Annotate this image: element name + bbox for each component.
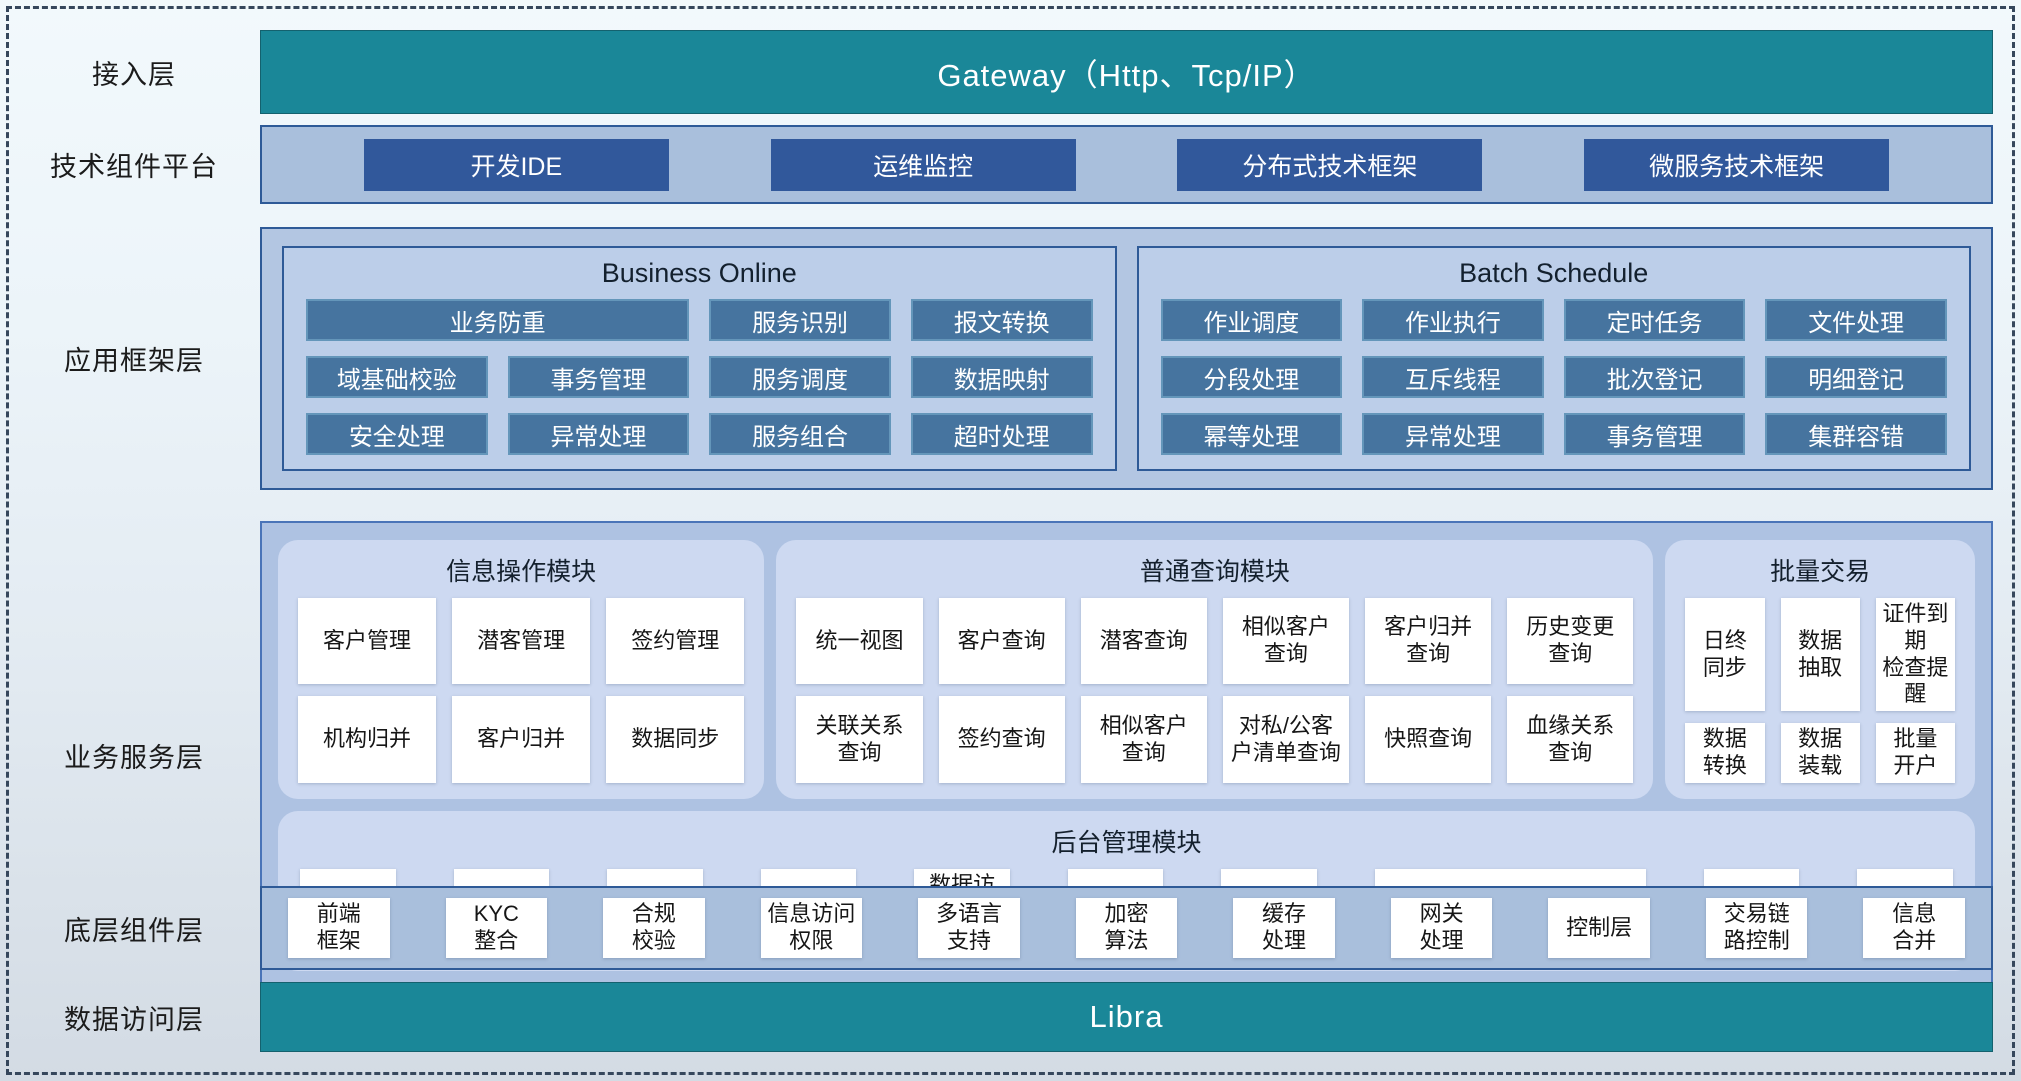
info-ops-grid: 客户管理潜客管理签约管理机构归并客户归并数据同步 — [298, 598, 745, 783]
libra-bar: Libra — [260, 982, 1993, 1052]
bottom-component-row: 底层组件层 前端 框架 KYC 整合合规 校验信息访问 权限多语言 支持加密 算法… — [8, 886, 1993, 970]
batch-schedule-box: 作业调度 — [1160, 299, 1343, 341]
bottom-component-box: 合规 校验 — [603, 898, 705, 958]
tech-component-box: 微服务技术框架 — [1584, 138, 1890, 191]
service-modules-row: 信息操作模块 客户管理潜客管理签约管理机构归并客户归并数据同步 普通查询模块 统… — [278, 540, 1976, 799]
app-framework-label: 应用框架层 — [64, 346, 204, 376]
batch-schedule-box: 定时任务 — [1563, 299, 1746, 341]
batch-schedule-box: 异常处理 — [1362, 413, 1544, 455]
query-module-grid: 统一视图客户查询潜客查询相似客户 查询客户归并 查询历史变更 查询关联关系 查询… — [796, 598, 1634, 783]
tech-component-box: 运维监控 — [770, 138, 1076, 191]
batch-schedule-title: Batch Schedule — [1459, 258, 1649, 288]
batch-schedule-box: 事务管理 — [1563, 413, 1746, 455]
batch-schedule-box: 互斥线程 — [1362, 356, 1544, 398]
access-layer-label: 接入层 — [92, 59, 176, 90]
batch-trade-grid: 日终 同步数据 抽取证件到期 检查提醒数据 转换数据 装载批量 开户 — [1685, 598, 1955, 783]
backend-admin-title: 后台管理模块 — [1051, 828, 1202, 857]
access-layer-row: 接入层 Gateway（Http、Tcp/IP） — [8, 30, 1993, 114]
batch-trade-title: 批量交易 — [1770, 558, 1871, 586]
bottom-component-box: 缓存 处理 — [1233, 898, 1335, 958]
batch-schedule-box: 作业执行 — [1362, 299, 1544, 341]
query-box: 历史变更 查询 — [1507, 598, 1634, 685]
query-box: 快照查询 — [1365, 696, 1492, 783]
bottom-component-box: 加密 算法 — [1075, 898, 1178, 958]
bottom-component-box: 信息 合并 — [1863, 898, 1966, 958]
query-box: 客户归并 查询 — [1365, 598, 1492, 685]
tech-platform-row: 技术组件平台 开发IDE 运维监控 分布式技术框架 微服务技术框架 — [8, 125, 1993, 204]
business-online-panel: Business Online 业务防重服务识别报文转换域基础校验事务管理服务调… — [282, 246, 1117, 471]
query-box: 关联关系 查询 — [796, 696, 923, 783]
business-online-box: 服务识别 — [709, 299, 891, 341]
query-module: 普通查询模块 统一视图客户查询潜客查询相似客户 查询客户归并 查询历史变更 查询… — [776, 540, 1654, 799]
batch-trade-box: 数据 抽取 — [1780, 598, 1860, 712]
info-ops-module: 信息操作模块 客户管理潜客管理签约管理机构归并客户归并数据同步 — [278, 540, 765, 799]
business-online-box: 超时处理 — [910, 413, 1093, 455]
query-box: 相似客户 查询 — [1080, 696, 1207, 783]
bottom-component-label: 底层组件层 — [64, 915, 204, 946]
batch-schedule-box: 分段处理 — [1160, 356, 1343, 398]
query-box: 潜客查询 — [1080, 598, 1207, 685]
business-online-box: 服务组合 — [709, 413, 891, 455]
batch-trade-module: 批量交易 日终 同步数据 抽取证件到期 检查提醒数据 转换数据 装载批量 开户 — [1665, 540, 1976, 799]
business-online-box: 报文转换 — [910, 299, 1093, 341]
tech-platform-label: 技术组件平台 — [50, 152, 218, 182]
tech-component-box: 分布式技术框架 — [1177, 138, 1483, 191]
batch-trade-box: 批量 开户 — [1875, 723, 1955, 783]
batch-schedule-box: 集群容错 — [1765, 413, 1947, 455]
tech-platform-container: 开发IDE 运维监控 分布式技术框架 微服务技术框架 — [260, 125, 1993, 204]
query-box: 统一视图 — [796, 598, 923, 685]
query-box: 对私/公客 户清单查询 — [1222, 696, 1349, 783]
info-ops-box: 签约管理 — [606, 598, 745, 685]
batch-trade-box: 数据 装载 — [1780, 723, 1860, 783]
batch-schedule-grid: 作业调度作业执行定时任务文件处理分段处理互斥线程批次登记明细登记幂等处理异常处理… — [1160, 299, 1947, 455]
business-online-grid: 业务防重服务识别报文转换域基础校验事务管理服务调度数据映射安全处理异常处理服务组… — [306, 299, 1093, 455]
query-module-title: 普通查询模块 — [1139, 558, 1290, 586]
query-box: 客户查询 — [938, 598, 1065, 685]
batch-schedule-panel: Batch Schedule 作业调度作业执行定时任务文件处理分段处理互斥线程批… — [1136, 246, 1971, 471]
bottom-component-box: 网关 处理 — [1390, 898, 1493, 958]
business-online-box: 异常处理 — [507, 413, 690, 455]
bottom-component-container: 前端 框架 KYC 整合合规 校验信息访问 权限多语言 支持加密 算法缓存 处理网… — [260, 886, 1993, 970]
info-ops-box: 机构归并 — [298, 696, 437, 783]
data-access-label: 数据访问层 — [64, 1004, 204, 1035]
batch-trade-box: 数据 转换 — [1685, 723, 1765, 783]
batch-schedule-box: 批次登记 — [1563, 356, 1746, 398]
data-access-row: 数据访问层 Libra — [8, 982, 1993, 1052]
info-ops-box: 客户归并 — [452, 696, 591, 783]
business-online-box: 域基础校验 — [306, 356, 488, 398]
bottom-component-box: 控制层 — [1548, 898, 1650, 958]
query-box: 签约查询 — [938, 696, 1065, 783]
business-online-title: Business Online — [601, 258, 797, 288]
query-box: 血缘关系 查询 — [1507, 696, 1634, 783]
query-box: 相似客户 查询 — [1222, 598, 1349, 685]
info-ops-title: 信息操作模块 — [446, 558, 597, 586]
info-ops-box: 客户管理 — [298, 598, 437, 685]
bottom-component-box: KYC 整合 — [445, 898, 548, 958]
business-service-row: 业务服务层 信息操作模块 客户管理潜客管理签约管理机构归并客户归并数据同步 普通… — [8, 521, 1993, 991]
app-framework-row: 应用框架层 Business Online 业务防重服务识别报文转换域基础校验事… — [8, 227, 1993, 490]
batch-trade-box: 证件到期 检查提醒 — [1875, 598, 1955, 712]
business-online-box: 业务防重 — [306, 299, 690, 341]
business-online-box: 安全处理 — [306, 413, 488, 455]
business-online-box: 数据映射 — [910, 356, 1093, 398]
bottom-component-box: 信息访问 权限 — [760, 898, 863, 958]
batch-schedule-box: 明细登记 — [1765, 356, 1947, 398]
batch-schedule-box: 文件处理 — [1765, 299, 1947, 341]
tech-component-box: 开发IDE — [363, 138, 669, 191]
app-framework-container: Business Online 业务防重服务识别报文转换域基础校验事务管理服务调… — [260, 227, 1993, 490]
bottom-component-box: 交易链 路控制 — [1705, 898, 1808, 958]
info-ops-box: 潜客管理 — [452, 598, 591, 685]
bottom-component-box: 多语言 支持 — [918, 898, 1020, 958]
info-ops-box: 数据同步 — [606, 696, 745, 783]
business-online-box: 事务管理 — [507, 356, 690, 398]
bottom-component-box: 前端 框架 — [288, 898, 390, 958]
gateway-bar: Gateway（Http、Tcp/IP） — [260, 30, 1993, 114]
batch-trade-box: 日终 同步 — [1685, 598, 1765, 712]
business-service-label: 业务服务层 — [64, 743, 204, 774]
batch-schedule-box: 幂等处理 — [1160, 413, 1343, 455]
business-online-box: 服务调度 — [709, 356, 891, 398]
